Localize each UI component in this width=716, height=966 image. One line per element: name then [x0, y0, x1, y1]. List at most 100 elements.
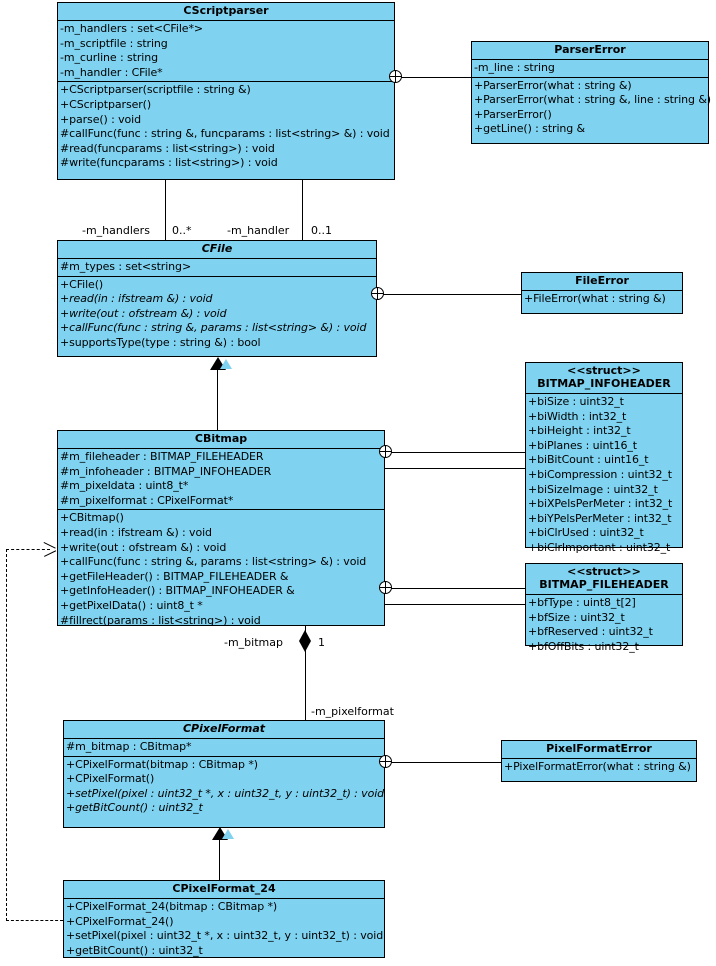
edge-label-mult-handlers: 0..*: [172, 224, 192, 237]
operation-row: +getPixelData() : uint8_t *: [60, 598, 203, 612]
socket-connector-infoheader: [379, 445, 392, 458]
attribute-row: +bfType : uint8_t[2]: [528, 596, 636, 609]
edge-dependency-start: [6, 920, 63, 921]
class-title-fileerror: FileError: [522, 273, 682, 291]
edge-composition-bitmap-pixelformat: [305, 626, 306, 720]
edge-dependency-end: [6, 549, 50, 550]
edge-label-mult-handler: 0..1: [311, 224, 332, 237]
operation-row: +setPixel(pixel : uint32_t *, x : uint32…: [66, 929, 384, 943]
class-title-cscriptparser: CScriptparser: [58, 3, 394, 21]
socket-connector-pixelformaterror: [379, 755, 392, 768]
attribute-row: -m_curline : string: [60, 51, 158, 65]
class-name-label: BITMAP_FILEHEADER: [539, 578, 669, 591]
inheritance-arrow-cpixelformat: [212, 827, 234, 840]
edge-pixelformaterror: [391, 762, 501, 763]
attribute-row: #m_types : set<string>: [60, 260, 192, 273]
edge-infoheader-upper: [391, 452, 525, 453]
attributes-cbitmap: #m_fileheader : BITMAP_FILEHEADER #m_inf…: [58, 449, 384, 511]
edge-m-handler: [302, 180, 303, 240]
edge-fileheader-lower: [385, 604, 525, 605]
operation-row: +CPixelFormat(): [66, 772, 155, 786]
class-cfile[interactable]: CFile #m_types : set<string> +CFile() +r…: [57, 240, 377, 357]
class-title-bitmap-infoheader: <<struct>> BITMAP_INFOHEADER: [526, 363, 682, 394]
operation-row: +ParserError(what : string &): [474, 78, 632, 92]
class-cscriptparser[interactable]: CScriptparser -m_handlers : set<CFile*> …: [57, 2, 395, 180]
operation-row: +supportsType(type : string &) : bool: [60, 335, 261, 349]
edge-label-m-bitmap: -m_bitmap: [224, 636, 283, 649]
edge-infoheader-lower: [385, 468, 525, 469]
operations-cpixelformat-24: +CPixelFormat_24(bitmap : CBitmap *) +CP…: [64, 899, 384, 959]
operation-row: +read(in : ifstream &) : void: [60, 292, 213, 306]
class-cbitmap[interactable]: CBitmap #m_fileheader : BITMAP_FILEHEADE…: [57, 430, 385, 629]
class-cpixelformat[interactable]: CPixelFormat #m_bitmap : CBitmap* +CPixe…: [63, 720, 385, 828]
operation-row: +CPixelFormat_24(bitmap : CBitmap *): [66, 900, 278, 913]
attribute-row: +biXPelsPerMeter : int32_t: [528, 497, 673, 511]
operations-parsererror: +ParserError(what : string &) +ParserErr…: [472, 78, 711, 138]
operation-row: +FileError(what : string &): [524, 292, 666, 305]
class-bitmap-fileheader[interactable]: <<struct>> BITMAP_FILEHEADER +bfType : u…: [525, 563, 683, 653]
operation-row: +getBitCount() : uint32_t: [66, 801, 203, 815]
class-bitmap-infoheader[interactable]: <<struct>> BITMAP_INFOHEADER +biSize : u…: [525, 362, 683, 554]
attribute-row: -m_line : string: [474, 61, 555, 74]
attributes-cpixelformat: #m_bitmap : CBitmap*: [64, 739, 384, 757]
operation-row: +callFunc(func : string &, params : list…: [60, 321, 367, 335]
attribute-row: +bfSize : uint32_t: [528, 610, 625, 624]
class-title-parsererror: ParserError: [472, 42, 708, 60]
attributes-parsererror: -m_line : string: [472, 60, 708, 78]
class-name-label: BITMAP_INFOHEADER: [537, 377, 671, 390]
operations-cbitmap: +CBitmap() +read(in : ifstream &) : void…: [58, 510, 384, 629]
attribute-row: +bfReserved : uint32_t: [528, 625, 653, 639]
attribute-row: +biClrUsed : uint32_t: [528, 526, 644, 540]
edge-fileerror: [383, 294, 521, 295]
attribute-row: -m_scriptfile : string: [60, 36, 168, 50]
operation-row: +CPixelFormat(bitmap : CBitmap *): [66, 757, 258, 771]
attribute-row: -m_handlers : set<CFile*>: [60, 22, 203, 35]
attribute-row: +bfOffBits : uint32_t: [528, 639, 639, 653]
class-title-bitmap-fileheader: <<struct>> BITMAP_FILEHEADER: [526, 564, 682, 595]
class-parsererror[interactable]: ParserError -m_line : string +ParserErro…: [471, 41, 711, 144]
attributes-bitmap-infoheader: +biSize : uint32_t +biWidth : int32_t +b…: [526, 394, 682, 557]
attribute-row: +biSize : uint32_t: [528, 395, 624, 408]
socket-connector-fileerror: [371, 287, 384, 300]
operation-row: +read(in : ifstream &) : void: [60, 525, 212, 539]
attribute-row: +biYPelsPerMeter : int32_t: [528, 511, 672, 525]
operation-row: +parse() : void: [60, 112, 142, 126]
class-cpixelformat-24[interactable]: CPixelFormat_24 +CPixelFormat_24(bitmap …: [63, 880, 385, 958]
class-title-cpixelformat-24: CPixelFormat_24: [64, 881, 384, 899]
socket-connector-parsererror: [389, 70, 402, 83]
attributes-bitmap-fileheader: +bfType : uint8_t[2] +bfSize : uint32_t …: [526, 595, 682, 655]
operation-row: +write(out : ofstream &) : void: [60, 306, 227, 320]
stereotype-label: <<struct>>: [567, 565, 641, 578]
operation-row: +setPixel(pixel : uint32_t *, x : uint32…: [66, 786, 385, 800]
edge-dependency-riser: [6, 549, 7, 921]
attribute-row: +biPlanes : uint16_t: [528, 438, 637, 452]
attribute-row: +biClrImportant : uint32_t: [528, 540, 671, 554]
attribute-row: +biBitCount : uint16_t: [528, 453, 649, 467]
edge-m-handlers: [165, 180, 166, 240]
operation-row: +getLine() : string &: [474, 122, 586, 136]
class-fileerror[interactable]: FileError +FileError(what : string &): [521, 272, 683, 314]
attribute-row: #m_pixelformat : CPixelFormat*: [60, 493, 234, 507]
operation-row: +CPixelFormat_24(): [66, 914, 174, 928]
operation-row: +getFileHeader() : BITMAP_FILEHEADER &: [60, 569, 289, 583]
inheritance-arrow-cfile: [210, 357, 232, 370]
operations-fileerror: +FileError(what : string &): [522, 291, 682, 308]
class-title-cbitmap: CBitmap: [58, 431, 384, 449]
class-pixelformaterror[interactable]: PixelFormatError +PixelFormatError(what …: [501, 740, 697, 782]
dependency-arrow-icon: [43, 542, 58, 557]
attributes-cscriptparser: -m_handlers : set<CFile*> -m_scriptfile …: [58, 21, 394, 83]
operations-cfile: +CFile() +read(in : ifstream &) : void +…: [58, 277, 376, 352]
operations-cpixelformat: +CPixelFormat(bitmap : CBitmap *) +CPixe…: [64, 757, 384, 817]
operation-row: #callFunc(func : string &, funcparams : …: [60, 127, 390, 141]
attribute-row: +biHeight : int32_t: [528, 424, 631, 438]
edge-label-m-handlers: -m_handlers: [82, 224, 150, 237]
operation-row: +CFile(): [60, 277, 104, 291]
attribute-row: #m_infoheader : BITMAP_INFOHEADER: [60, 464, 272, 478]
attributes-cfile: #m_types : set<string>: [58, 259, 376, 277]
edge-generalization-24-pixelformat: [219, 840, 220, 880]
edge-parsererror: [401, 77, 471, 78]
class-title-cfile: CFile: [58, 241, 376, 259]
stereotype-label: <<struct>>: [567, 364, 641, 377]
class-title-pixelformaterror: PixelFormatError: [502, 741, 696, 759]
operation-row: #read(funcparams : list<string>) : void: [60, 141, 275, 155]
